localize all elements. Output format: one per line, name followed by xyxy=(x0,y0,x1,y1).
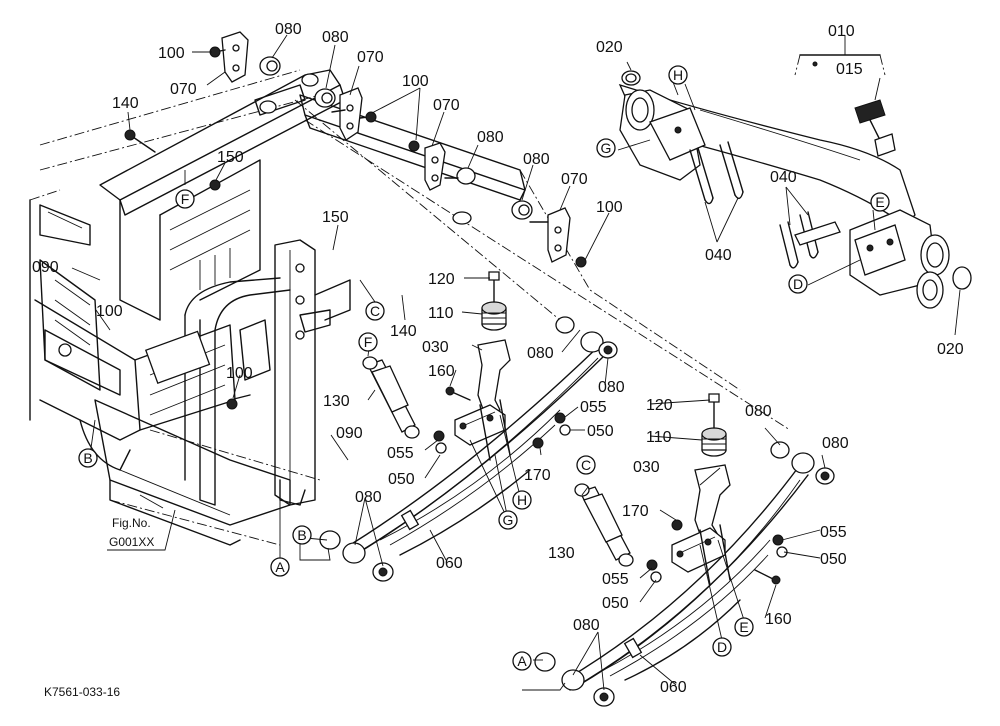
ref-circle-B: B xyxy=(297,527,306,543)
spring-bracket-left xyxy=(433,271,571,461)
label-040: 040 xyxy=(705,247,732,264)
ref-circle-H: H xyxy=(517,492,527,508)
label-060: 060 xyxy=(660,679,687,696)
ref-circle-D: D xyxy=(793,276,803,292)
label-030: 030 xyxy=(422,339,449,356)
fig-no-label: Fig.No. xyxy=(112,516,151,530)
label-060: 060 xyxy=(436,555,463,572)
center-line xyxy=(519,169,741,391)
center-line xyxy=(294,99,561,321)
label-055: 055 xyxy=(602,571,629,588)
label-055: 055 xyxy=(387,445,414,462)
document-code: K7561-033-16 xyxy=(44,685,120,699)
ref-circle-A: A xyxy=(517,653,527,669)
label-090: 090 xyxy=(336,425,363,442)
label-160: 160 xyxy=(765,611,792,628)
label-070: 070 xyxy=(357,49,384,66)
label-015: 015 xyxy=(836,61,863,78)
fig-no-value: G001XX xyxy=(109,535,154,549)
ref-circle-G: G xyxy=(601,140,612,156)
ref-circle-C: C xyxy=(370,303,380,319)
ref-circle-F: F xyxy=(364,334,373,350)
label-160: 160 xyxy=(428,363,455,380)
label-070: 070 xyxy=(170,81,197,98)
label-020: 020 xyxy=(596,39,623,56)
label-140: 140 xyxy=(112,95,139,112)
vehicle-frame xyxy=(29,69,526,546)
label-100: 100 xyxy=(402,73,429,90)
label-080: 080 xyxy=(745,403,772,420)
ref-circle-H: H xyxy=(673,67,683,83)
label-150: 150 xyxy=(322,209,349,226)
shock-absorber-left xyxy=(362,356,420,439)
label-080: 080 xyxy=(322,29,349,46)
label-010: 010 xyxy=(828,23,855,40)
center-line xyxy=(304,119,791,431)
label-080: 080 xyxy=(355,489,382,506)
label-120: 120 xyxy=(646,397,673,414)
label-100: 100 xyxy=(96,303,123,320)
ref-circle-G: G xyxy=(503,512,514,528)
part-number-labels: 100 070 080 080 070 100 070 080 080 070 … xyxy=(32,21,964,696)
label-080: 080 xyxy=(598,379,625,396)
label-130: 130 xyxy=(323,393,350,410)
label-030: 030 xyxy=(633,459,660,476)
label-080: 080 xyxy=(523,151,550,168)
label-050: 050 xyxy=(602,595,629,612)
label-040: 040 xyxy=(770,169,797,186)
label-050: 050 xyxy=(820,551,847,568)
label-080: 080 xyxy=(527,345,554,362)
label-050: 050 xyxy=(388,471,415,488)
label-080: 080 xyxy=(275,21,302,38)
label-050: 050 xyxy=(587,423,614,440)
leaf-spring-left xyxy=(319,316,618,582)
label-100: 100 xyxy=(226,365,253,382)
ref-circle-A: A xyxy=(275,559,285,575)
rear-axle xyxy=(618,40,972,309)
leader-lines xyxy=(71,34,961,691)
label-110: 110 xyxy=(646,429,672,446)
label-020: 020 xyxy=(937,341,964,358)
label-080: 080 xyxy=(822,435,849,452)
ref-circle-C: C xyxy=(581,457,591,473)
label-170: 170 xyxy=(524,467,551,484)
label-130: 130 xyxy=(548,545,575,562)
label-055: 055 xyxy=(820,524,847,541)
label-100: 100 xyxy=(596,199,623,216)
label-080: 080 xyxy=(573,617,600,634)
spring-bracket-right xyxy=(646,393,788,586)
label-170: 170 xyxy=(622,503,649,520)
leaf-spring-right xyxy=(534,441,835,707)
ref-circle-F: F xyxy=(181,191,190,207)
label-090: 090 xyxy=(32,259,59,276)
shock-absorber-right xyxy=(574,483,634,567)
shackle-assembly-upper xyxy=(124,31,587,268)
label-120: 120 xyxy=(428,271,455,288)
label-055: 055 xyxy=(580,399,607,416)
label-070: 070 xyxy=(433,97,460,114)
label-070: 070 xyxy=(561,171,588,188)
ref-circle-D: D xyxy=(717,639,727,655)
label-140: 140 xyxy=(390,323,417,340)
ref-circle-E: E xyxy=(875,194,884,210)
label-100: 100 xyxy=(158,45,185,62)
label-110: 110 xyxy=(428,305,454,322)
reference-letters: F F C C B B A A H G H G E E D D xyxy=(78,65,890,671)
figure-reference: Fig.No. G001XX xyxy=(107,509,176,551)
ref-circle-B: B xyxy=(83,450,92,466)
ref-circle-E: E xyxy=(739,619,748,635)
label-150: 150 xyxy=(217,149,244,166)
label-080: 080 xyxy=(477,129,504,146)
